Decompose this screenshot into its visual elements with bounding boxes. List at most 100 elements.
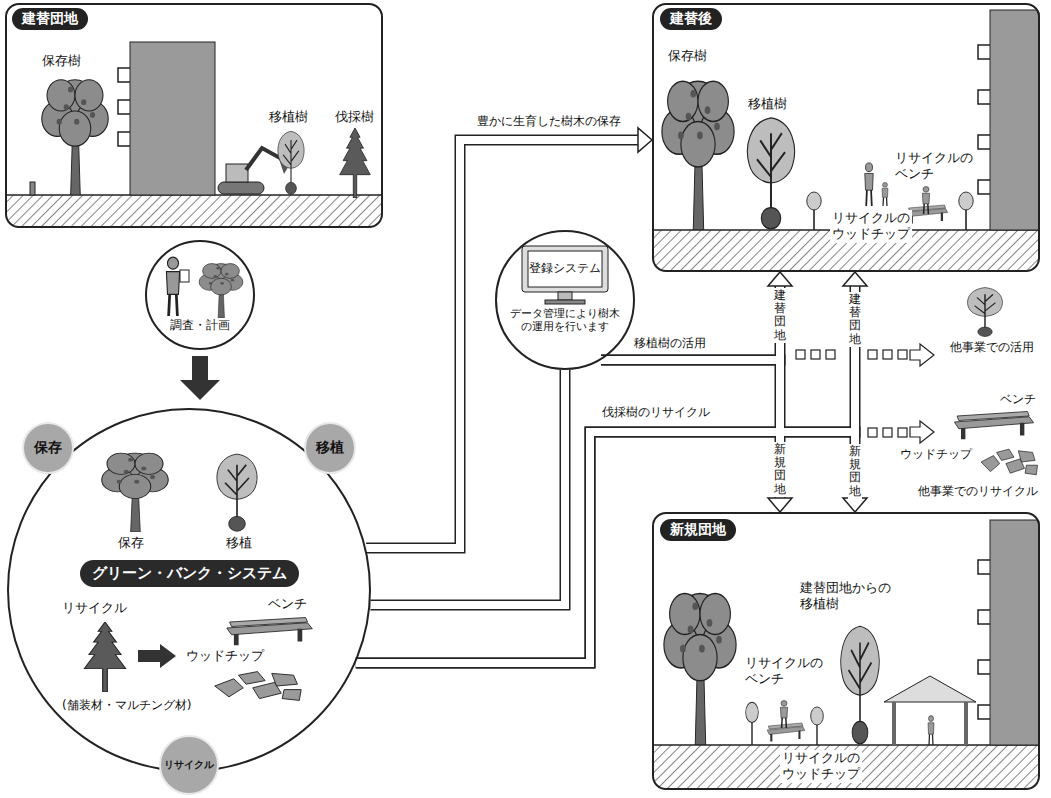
hollow-arrow <box>356 285 855 663</box>
registry-circle: 登録システムデータ管理により樹木の運用を行います <box>495 230 635 370</box>
arrow-label: 伐採樹のリサイクル <box>600 405 712 420</box>
monitor <box>522 246 608 292</box>
transplant-tree <box>217 454 257 531</box>
building <box>990 10 1040 230</box>
panel-heading: 建替後 <box>660 8 722 30</box>
hollow-arrow-inner <box>356 432 855 663</box>
excavator-track <box>218 182 264 194</box>
arrow-label: 移植樹の活用 <box>632 336 708 351</box>
system-band: グリーン・バンク・システム <box>80 560 299 587</box>
sitter <box>780 701 787 728</box>
wood-chips <box>215 672 301 701</box>
small-tree <box>807 192 821 230</box>
arrow-label: 豊かに生育した樹木の保存 <box>475 114 623 129</box>
felled-tree <box>84 622 125 692</box>
flow-square <box>811 350 820 359</box>
ground-hatch <box>652 745 1040 790</box>
site-panel: 建替団地保存樹移植樹伐採樹 <box>5 3 383 228</box>
hollow-arrow <box>366 140 639 548</box>
tree-label: 建替団地からの移植樹 <box>800 580 896 613</box>
balconies <box>978 45 990 194</box>
flow-square <box>883 428 892 437</box>
circle-outline <box>496 231 634 369</box>
hollow-arrow-inner <box>356 285 855 663</box>
tree-label: 保存樹 <box>668 48 707 64</box>
panel-heading: 建替団地 <box>12 8 88 30</box>
step-circle: 調査・計画 <box>145 240 255 350</box>
arrow-heads <box>843 272 867 286</box>
arrow-heads <box>638 128 652 152</box>
pavilion-post <box>892 702 896 745</box>
badge-label: リサイクル <box>159 759 219 772</box>
arrow-heads <box>768 272 792 286</box>
badge-circle: 保存 <box>22 422 74 474</box>
reused-tree <box>968 288 1003 337</box>
excavator-arm <box>246 148 280 170</box>
new-tree <box>664 593 736 745</box>
pavilion-post <box>964 702 968 745</box>
arrow-heads <box>843 498 867 512</box>
arrow-label: 新規団地 <box>773 442 787 497</box>
balconies <box>118 68 130 146</box>
preserved-tree <box>42 80 109 195</box>
item-label: 移植 <box>226 535 252 551</box>
step-label: 調査・計画 <box>145 318 255 333</box>
connector-heads <box>638 128 867 512</box>
flow-square <box>898 350 907 359</box>
surveyor <box>166 257 179 316</box>
screen <box>528 251 602 287</box>
item-label: リサイクルのウッドチップ <box>780 750 862 783</box>
hollow-arrow <box>370 370 565 605</box>
reused-bench <box>954 412 1033 440</box>
post <box>30 182 35 195</box>
hollow-arrow <box>601 285 780 360</box>
hollow-arrow-inner <box>601 285 780 360</box>
pavilion-roof <box>884 676 976 702</box>
badge-outline <box>23 423 73 473</box>
preserved-tree <box>102 453 169 532</box>
arrow-label: 建替団地 <box>848 292 862 347</box>
monitor-base <box>545 300 585 304</box>
system-band-label: グリーン・バンク・システム <box>80 560 299 587</box>
badge-circle: リサイクル <box>159 735 219 795</box>
walker <box>865 163 873 206</box>
recycle-arrow <box>138 644 176 668</box>
child <box>928 716 934 745</box>
small-tree <box>959 192 973 230</box>
badge-outline <box>305 423 355 473</box>
small-tree <box>811 707 824 745</box>
monitor-stand <box>558 292 572 300</box>
item-label: リサイクル <box>62 600 127 616</box>
transplant-tree <box>278 131 304 194</box>
badge-circle: 移植 <box>304 422 356 474</box>
ground-line <box>652 744 1040 746</box>
arrow-label: 新規団地 <box>848 444 862 499</box>
arrowhead <box>843 272 867 286</box>
preserved-tree <box>662 81 734 230</box>
flow-square <box>883 350 892 359</box>
badge-label: 保存 <box>22 439 74 457</box>
arrowhead <box>768 498 792 512</box>
child <box>882 182 888 206</box>
reuse-label: ベンチ <box>1000 392 1036 407</box>
material-note: (舗装材・マルチング材) <box>62 698 191 713</box>
reuse-label: 他事業でのリサイクル <box>918 484 1038 499</box>
flow-square <box>898 428 907 437</box>
site-panel: 新規団地建替団地からの移植樹リサイクルのベンチリサイクルのウッドチップ <box>652 512 1040 790</box>
reuse-label: 他事業での活用 <box>950 340 1034 355</box>
balconies <box>978 560 990 719</box>
tree-label: 伐採樹 <box>335 109 374 125</box>
reuse-label: ウッドチップ <box>900 447 972 462</box>
reused-chips <box>981 449 1037 475</box>
screen-label: 登録システム <box>528 261 602 276</box>
sitter <box>922 187 929 214</box>
site-panel: 建替後保存樹移植樹リサイクルのベンチリサイクルのウッドチップ <box>652 3 1040 272</box>
building <box>990 520 1040 745</box>
hollow-arrow-inner <box>366 140 639 548</box>
down-arrow <box>180 356 220 400</box>
small-tree <box>746 702 759 745</box>
tree-label: 移植樹 <box>269 109 308 125</box>
flow-square <box>868 350 877 359</box>
circle-outline <box>8 409 370 771</box>
flow-head <box>910 421 934 443</box>
